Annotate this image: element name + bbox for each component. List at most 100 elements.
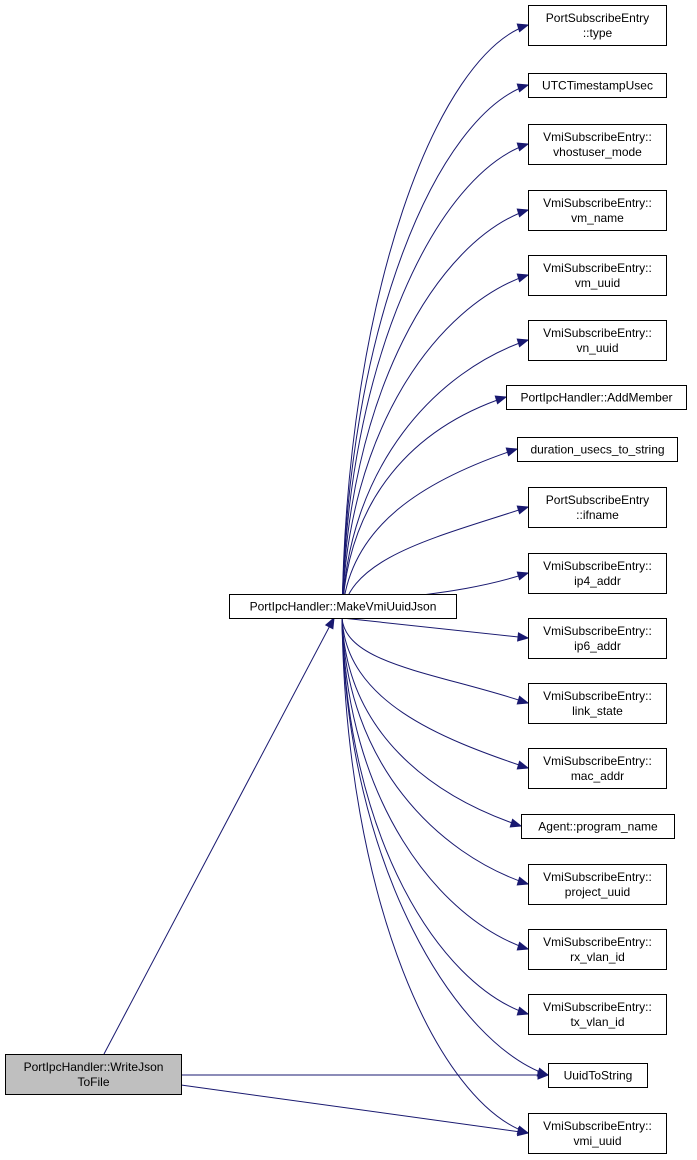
- edge-make-to-type: [341, 23, 530, 619]
- node-layer: PortIpcHandler::WriteJsonToFilePortIpcHa…: [5, 5, 687, 1154]
- node-label: ::ifname: [576, 508, 619, 522]
- node-box: [528, 255, 667, 296]
- edge-make-to-vmuuid: [341, 273, 530, 619]
- arrowhead: [516, 338, 530, 348]
- arrowhead: [517, 632, 530, 642]
- node-label: ip6_addr: [574, 639, 621, 653]
- edge-line: [341, 84, 529, 619]
- node-label: Agent::program_name: [538, 820, 658, 834]
- arrowhead: [516, 941, 530, 951]
- edge-layer: [103, 23, 550, 1137]
- edge-line: [103, 617, 335, 1055]
- node-type[interactable]: PortSubscribeEntry::type: [528, 5, 667, 46]
- edge-line: [341, 396, 507, 619]
- node-box: [528, 683, 667, 724]
- edge-make-to-mac: [341, 617, 530, 770]
- node-label: VmiSubscribeEntry::: [543, 326, 652, 340]
- edge-make-to-link: [341, 617, 530, 705]
- edge-line: [341, 339, 529, 619]
- node-label: VmiSubscribeEntry::: [543, 261, 652, 275]
- edge-write-to-vmiuuid: [180, 1084, 530, 1137]
- node-label: project_uuid: [565, 885, 630, 899]
- node-box: [521, 814, 675, 839]
- node-rxvlan[interactable]: VmiSubscribeEntry::rx_vlan_id: [528, 929, 667, 970]
- node-mac[interactable]: VmiSubscribeEntry::mac_addr: [528, 748, 667, 789]
- node-label: VmiSubscribeEntry::: [543, 754, 652, 768]
- node-box: [528, 487, 667, 528]
- edge-line: [341, 24, 529, 619]
- node-vmuuid[interactable]: VmiSubscribeEntry::vm_uuid: [528, 255, 667, 296]
- arrowhead: [516, 142, 530, 152]
- node-vnuuid[interactable]: VmiSubscribeEntry::vn_uuid: [528, 320, 667, 361]
- node-label: vn_uuid: [576, 341, 618, 355]
- arrowhead: [536, 1067, 550, 1077]
- node-vmname[interactable]: VmiSubscribeEntry::vm_name: [528, 190, 667, 231]
- node-project[interactable]: VmiSubscribeEntry::project_uuid: [528, 864, 667, 905]
- node-label: ::type: [583, 26, 613, 40]
- arrowhead: [494, 395, 508, 405]
- node-box: [528, 5, 667, 46]
- edge-write-to-uuidtostring: [181, 1070, 550, 1080]
- edge-make-to-vmiuuid: [341, 617, 530, 1135]
- node-ip4[interactable]: VmiSubscribeEntry::ip4_addr: [528, 553, 667, 594]
- edge-make-to-program: [341, 617, 523, 828]
- node-box: [528, 190, 667, 231]
- node-label: PortIpcHandler::AddMember: [520, 391, 672, 405]
- edge-make-to-project: [341, 617, 530, 886]
- node-box: [517, 437, 678, 462]
- node-label: duration_usecs_to_string: [530, 443, 664, 457]
- edge-make-to-rxvlan: [341, 617, 530, 951]
- node-utc[interactable]: UTCTimestampUsec: [528, 73, 667, 98]
- edge-line: [180, 1084, 529, 1134]
- arrowhead: [516, 1006, 530, 1016]
- node-box: [528, 864, 667, 905]
- node-label: VmiSubscribeEntry::: [543, 624, 652, 638]
- node-box: [528, 73, 667, 98]
- node-addmember[interactable]: PortIpcHandler::AddMember: [506, 385, 687, 410]
- node-ifname[interactable]: PortSubscribeEntry::ifname: [528, 487, 667, 528]
- edge-make-to-vnuuid: [341, 338, 530, 619]
- node-box: [528, 618, 667, 659]
- edge-make-to-utc: [341, 83, 530, 619]
- node-label: PortSubscribeEntry: [546, 493, 649, 507]
- node-label: VmiSubscribeEntry::: [543, 196, 652, 210]
- node-duration[interactable]: duration_usecs_to_string: [517, 437, 678, 462]
- node-link[interactable]: VmiSubscribeEntry::link_state: [528, 683, 667, 724]
- node-label: PortIpcHandler::MakeVmiUuidJson: [250, 600, 437, 614]
- edge-line: [341, 209, 529, 619]
- node-box: [528, 748, 667, 789]
- edge-make-to-duration: [341, 447, 519, 619]
- edge-line: [341, 617, 529, 704]
- arrowhead: [509, 818, 523, 828]
- edge-make-to-txvlan: [341, 617, 530, 1016]
- edge-make-to-addmember: [341, 395, 508, 619]
- node-label: PortIpcHandler::WriteJson: [24, 1060, 164, 1074]
- node-label: ip4_addr: [574, 574, 621, 588]
- node-txvlan[interactable]: VmiSubscribeEntry::tx_vlan_id: [528, 994, 667, 1035]
- edge-line: [341, 448, 518, 619]
- node-make[interactable]: PortIpcHandler::MakeVmiUuidJson: [229, 594, 457, 619]
- node-label: VmiSubscribeEntry::: [543, 870, 652, 884]
- node-box: [548, 1063, 648, 1088]
- arrowhead: [516, 876, 530, 886]
- node-uuidtostring[interactable]: UuidToString: [548, 1063, 648, 1088]
- node-box: [229, 594, 457, 619]
- node-box: [528, 320, 667, 361]
- arrowhead: [516, 505, 530, 515]
- node-ip6[interactable]: VmiSubscribeEntry::ip6_addr: [528, 618, 667, 659]
- node-label: VmiSubscribeEntry::: [543, 935, 652, 949]
- arrowhead: [516, 695, 530, 705]
- arrowhead: [516, 1125, 530, 1135]
- node-label: UTCTimestampUsec: [542, 79, 653, 93]
- node-label: VmiSubscribeEntry::: [543, 1119, 652, 1133]
- node-vmiuuid[interactable]: VmiSubscribeEntry::vmi_uuid: [528, 1113, 667, 1154]
- arrowhead: [516, 83, 530, 93]
- edge-line: [341, 143, 529, 619]
- node-label: vm_uuid: [575, 276, 620, 290]
- arrowhead: [324, 616, 335, 630]
- node-vhost[interactable]: VmiSubscribeEntry::vhostuser_mode: [528, 124, 667, 165]
- node-program[interactable]: Agent::program_name: [521, 814, 675, 839]
- node-label: vhostuser_mode: [553, 145, 642, 159]
- edge-make-to-vhost: [341, 142, 530, 619]
